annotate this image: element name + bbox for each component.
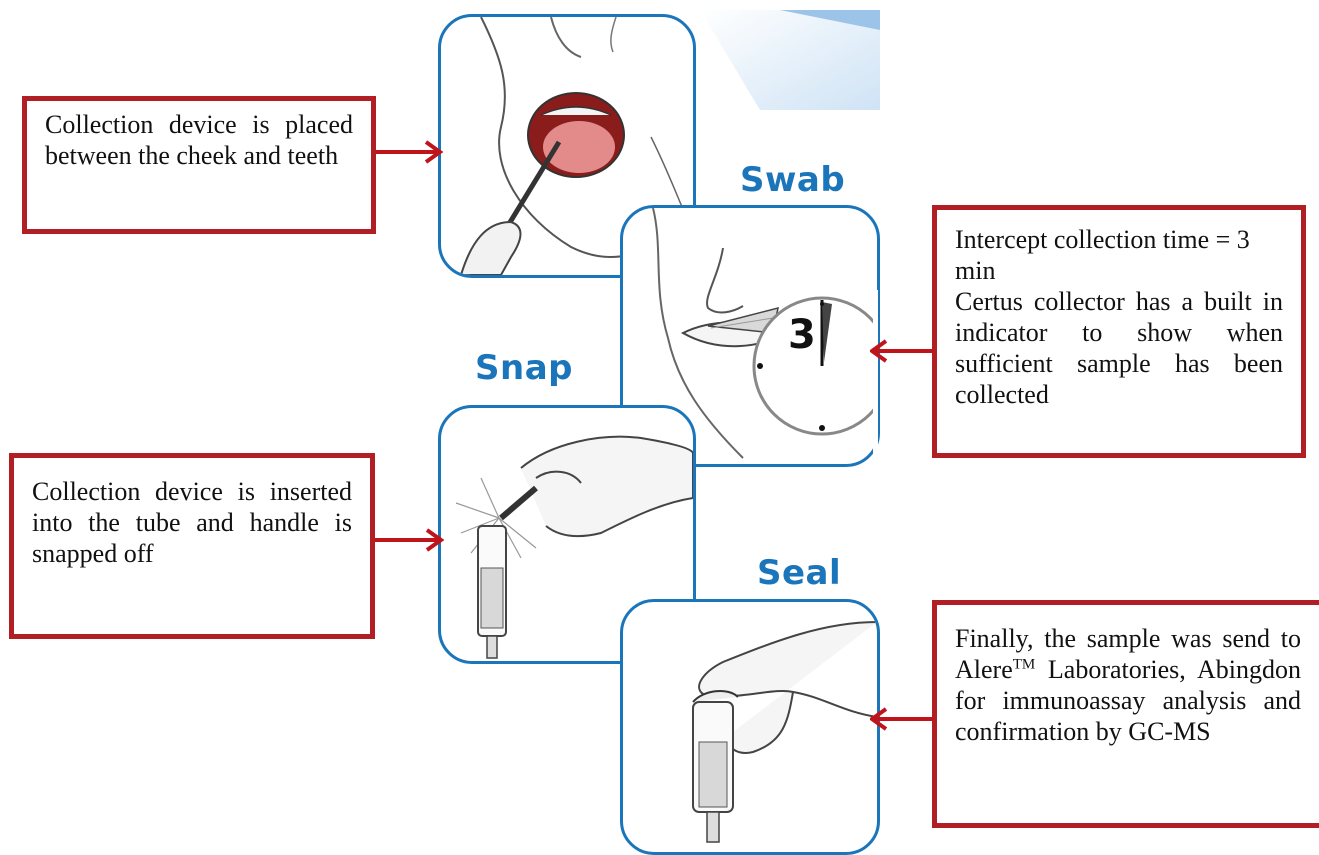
- background-swoosh: [700, 0, 880, 110]
- callout-finally-text: Finally, the sample was send to AlereTM …: [955, 623, 1301, 747]
- panel-seal: [620, 599, 880, 855]
- seal-tube-illustration: [623, 602, 877, 852]
- callout-finally: Finally, the sample was send to AlereTM …: [932, 600, 1319, 828]
- callout-intercept: Intercept collection time = 3 min Certus…: [932, 205, 1306, 458]
- trademark-superscript: TM: [1013, 656, 1036, 672]
- step-title-snap: Snap: [475, 348, 573, 388]
- arrow-to-seal-panel: [870, 706, 934, 732]
- callout-intercept-time: Intercept collection time = 3 min: [955, 224, 1283, 286]
- callout-intercept-indicator: Certus collector has a built in indicato…: [955, 286, 1283, 410]
- callout-placement: Collection device is placed between the …: [22, 96, 376, 234]
- callout-inserted-text: Collection device is inserted into the t…: [32, 476, 352, 569]
- timer-number: 3: [788, 312, 816, 358]
- callout-inserted: Collection device is inserted into the t…: [9, 453, 375, 639]
- step-title-seal: Seal: [757, 553, 841, 593]
- arrow-to-swab-panel: [870, 338, 934, 364]
- arrow-to-snap-panel: [375, 527, 447, 553]
- step-title-swab: Swab: [740, 160, 845, 200]
- callout-placement-text: Collection device is placed between the …: [45, 109, 353, 171]
- arrow-to-insert-panel: [376, 139, 446, 165]
